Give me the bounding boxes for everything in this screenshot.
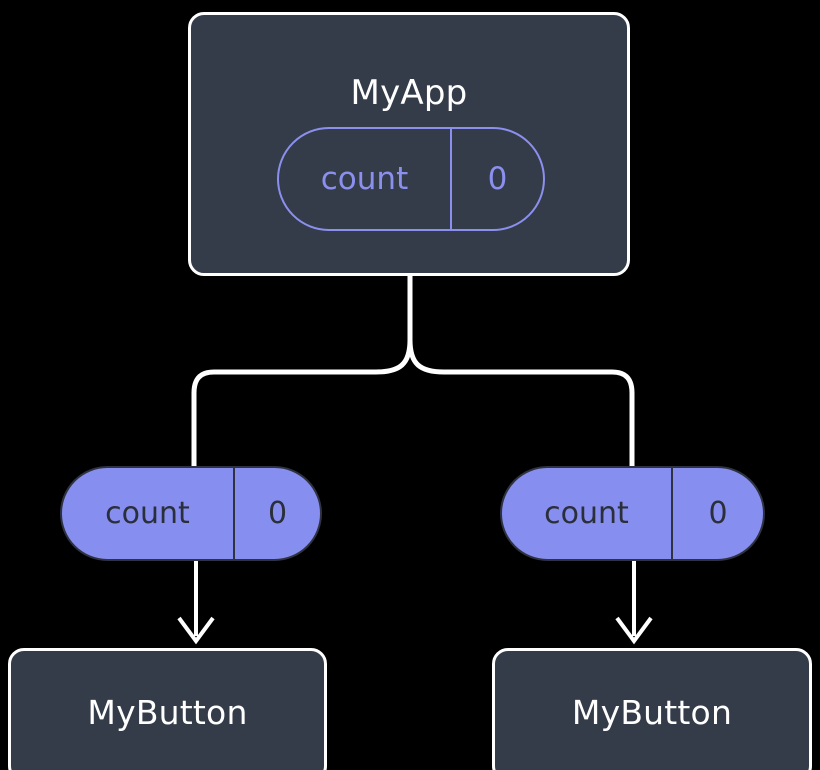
- component-label-mybutton-left: MyButton: [87, 693, 248, 732]
- state-pill-right[interactable]: count 0: [500, 466, 765, 561]
- component-label-myapp: MyApp: [350, 73, 468, 113]
- state-pill-root[interactable]: count 0: [277, 127, 545, 231]
- edge-root-split: [191, 273, 635, 469]
- state-key-root: count: [279, 129, 452, 229]
- component-node-mybutton-left[interactable]: MyButton: [8, 648, 327, 770]
- state-key-right: count: [502, 468, 673, 559]
- state-value-right: 0: [708, 496, 728, 531]
- arrowhead-left-icon: [177, 616, 215, 645]
- arrowhead-right-icon: [615, 616, 653, 645]
- component-node-mybutton-right[interactable]: MyButton: [492, 648, 812, 770]
- state-value-left: 0: [267, 496, 288, 531]
- state-pill-left[interactable]: count 0: [60, 466, 322, 561]
- state-value-root: 0: [487, 161, 508, 197]
- component-label-mybutton-right: MyButton: [571, 693, 733, 732]
- state-key-left: count: [62, 468, 235, 559]
